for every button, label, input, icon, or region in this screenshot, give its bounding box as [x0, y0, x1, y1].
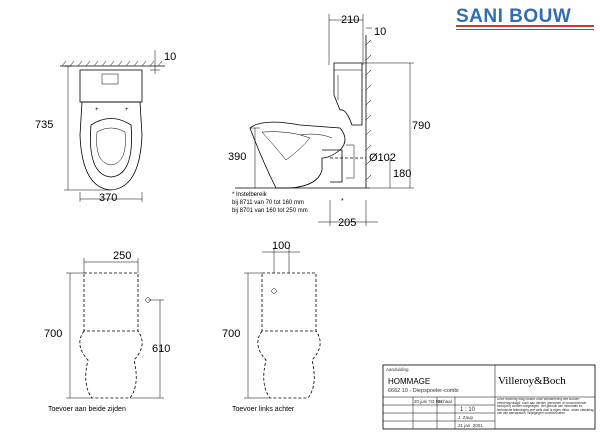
dim-top-label: 210	[341, 14, 359, 26]
bowl-outline	[79, 101, 143, 191]
dim-outlet-depth-label: 205	[338, 217, 356, 229]
front-view-right: 100 700 Toevoer links achter	[222, 240, 321, 413]
top-view: + + 735 370 10	[35, 50, 176, 204]
tb-date: 21 jan. 2001	[458, 423, 483, 428]
dim-height-label: 790	[412, 120, 430, 132]
caption-right: Toevoer links achter	[232, 406, 295, 413]
tb-small-label: Aanduiding	[386, 367, 409, 372]
dim-inlet-height-label: 610	[152, 343, 170, 355]
flush-button	[101, 73, 119, 85]
inlet-right	[270, 287, 278, 295]
logo-stripe-thin	[456, 29, 594, 30]
side-bowl-inner	[261, 131, 311, 161]
front-bowl-left	[79, 330, 143, 399]
bowl-inner	[96, 127, 126, 166]
dim-depth-label: 735	[35, 119, 53, 131]
dim-pipe-height-label: 180	[393, 168, 411, 180]
dim-width-label: 370	[99, 192, 117, 204]
cistern-outline	[79, 69, 143, 103]
dim-height-right-label: 700	[222, 328, 240, 340]
caption-left: Toevoer aan beide zijden	[48, 406, 126, 413]
side-cistern	[333, 62, 363, 126]
fixing-marks: + +	[95, 107, 129, 113]
tb-product-name: HOMMAGE	[388, 377, 430, 386]
side-view: 210 10 790 390 Ø102 180 205 * * Instelbe…	[228, 14, 430, 229]
svg-text:+: +	[95, 107, 99, 113]
dim-offset-label: 100	[272, 240, 290, 252]
side-wall-gap-label: 10	[374, 26, 386, 38]
tb-drawn-by: J. Zaup	[458, 415, 474, 420]
inlet-left	[144, 296, 152, 304]
side-wall-hatching	[365, 39, 372, 181]
wall-hatching	[61, 60, 163, 67]
logo-stripe	[456, 25, 594, 27]
dim-height-left-label: 700	[44, 328, 62, 340]
tb-note: Deze tekening mag zonder onze toestemmin…	[497, 398, 594, 416]
dim-outlet-height-label: 390	[228, 151, 246, 163]
tb-scale-label: Schaal	[438, 399, 452, 404]
side-bowl	[249, 121, 346, 189]
tb-row1-label: 20 juni '03 RH	[414, 399, 442, 404]
tb-brand: Villeroy&Boch	[498, 375, 566, 387]
title-block: Aanduiding HOMMAGE 6662 10 - Diepspoeler…	[382, 364, 596, 430]
logo-text: SANI BOUW	[456, 6, 571, 27]
outlet-pipe	[322, 149, 343, 183]
svg-text:+: +	[125, 107, 129, 113]
tb-note-container: Deze tekening mag zonder onze toestemmin…	[497, 398, 594, 416]
svg-text:*: *	[341, 198, 344, 205]
sanibouw-logo: SANI BOUW	[456, 6, 594, 30]
seat-opening	[90, 118, 132, 178]
note-line-1: bij 8711 van 70 tot 160 mm	[232, 200, 304, 206]
note-line-2: bij 8701 van 160 tot 250 mm	[232, 208, 308, 214]
note-title: * Instelbereik	[232, 192, 268, 198]
dim-pipe-label: Ø102	[369, 152, 396, 164]
front-bowl-right	[257, 330, 321, 399]
front-cistern-left	[83, 272, 139, 332]
tb-scale: 1 : 10	[460, 407, 476, 413]
front-view-left: 250 700 610 Toevoer aan beide zijden	[44, 250, 170, 413]
dim-wall-gap-label: 10	[164, 51, 176, 63]
dim-tank-width-label: 250	[113, 250, 131, 262]
front-cistern-right	[261, 272, 317, 332]
tb-product-code: 6662 10 - Diepspoeler-combi	[388, 388, 459, 394]
